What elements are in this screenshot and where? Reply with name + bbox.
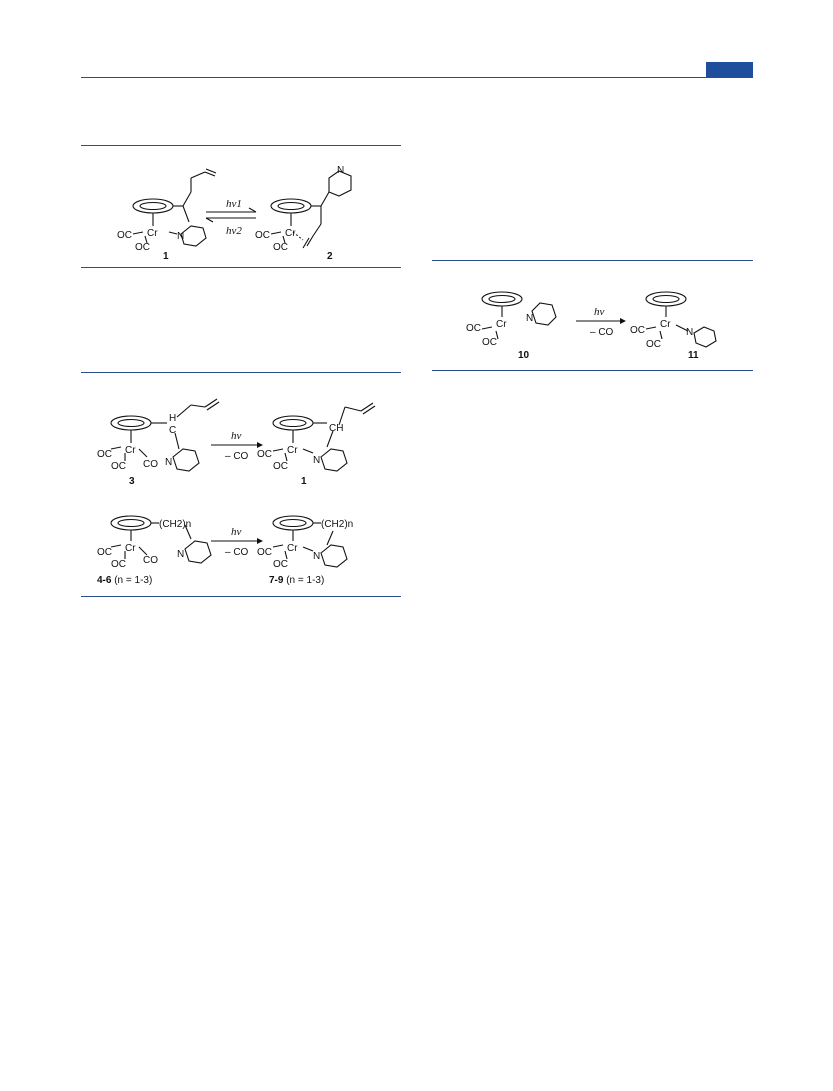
compound-4-6-co-c: CO [143, 555, 158, 566]
compound-10: Cr N OC OC 10 [466, 291, 557, 361]
compound-4-6-metal: Cr [125, 543, 136, 554]
compound-1b-metal: Cr [287, 445, 298, 456]
compound-2-co-b: OC [273, 242, 288, 253]
scheme3-diagram: Cr N OC OC 10 hν – CO Cr N OC OC 11 [466, 291, 717, 361]
compound-4-6-co-b: OC [111, 559, 126, 570]
compound-3-number: 3 [129, 476, 135, 487]
compound-11-co-b: OC [646, 339, 661, 350]
arrow-top-label: hν1 [226, 198, 242, 210]
compound-4-6-co-a: OC [97, 547, 112, 558]
compound-1-number: 1 [163, 251, 169, 262]
scheme1-bottom-rule [81, 267, 401, 268]
compound-2-metal: Cr [285, 228, 296, 239]
compound-3-n: N [165, 457, 172, 468]
compound-7-9-co-b: OC [273, 559, 288, 570]
header-tab [706, 62, 753, 78]
compound-4-6-n: N [177, 549, 184, 560]
compound-1-metal: Cr [147, 228, 158, 239]
reaction-arrow-a: hν – CO [211, 430, 263, 462]
compound-7-9-caption: 7-9 (n = 1-3) [269, 575, 324, 586]
compound-11-metal: Cr [660, 319, 671, 330]
scheme2-diagram: Cr H C N OC OC CO 3 hν – CO Cr CH N OC O… [97, 398, 376, 586]
compound-2-n: N [337, 165, 344, 176]
scheme1-diagram: Cr N OC OC 1 hν1 hν2 Cr N OC OC 2 [117, 165, 352, 262]
scheme3-top-rule [432, 260, 753, 261]
reaction-c-top-label: hν [594, 306, 605, 318]
compound-1b-n: N [313, 455, 320, 466]
compound-4-6: Cr (CH2)n N OC OC CO 4-6 (n = 1-3) [97, 515, 212, 586]
reaction-arrow-c: hν – CO [576, 306, 626, 338]
reaction-a-top-label: hν [231, 430, 242, 442]
compound-1b-number: 1 [301, 476, 307, 487]
compound-11-number: 11 [688, 350, 699, 361]
equilibrium-arrows: hν1 hν2 [205, 198, 257, 237]
scheme1-top-rule [81, 145, 401, 146]
arrow-bottom-label: hν2 [226, 225, 242, 237]
compound-3: Cr H C N OC OC CO 3 [97, 398, 220, 487]
compound-1b-co-b: OC [273, 461, 288, 472]
compound-2-co-a: OC [255, 230, 270, 241]
compound-7-9-metal: Cr [287, 543, 298, 554]
compound-4-6-chain: (CH2)n [159, 519, 191, 530]
compound-10-co-b: OC [482, 337, 497, 348]
compound-4-6-caption: 4-6 (n = 1-3) [97, 575, 152, 586]
compound-10-co-a: OC [466, 323, 481, 334]
scheme3-bottom-rule [432, 370, 753, 371]
compound-2-number: 2 [327, 251, 333, 262]
reaction-a-bottom-label: – CO [225, 451, 249, 462]
compound-1b-co-a: OC [257, 449, 272, 460]
scheme2-bottom-rule [81, 596, 401, 597]
compound-3-co-b: OC [111, 461, 126, 472]
compound-7-9-n: N [313, 551, 320, 562]
reaction-arrow-b: hν – CO [211, 526, 263, 558]
compound-3-c: C [169, 425, 176, 436]
compound-11: Cr N OC OC 11 [630, 291, 717, 361]
reaction-c-bottom-label: – CO [590, 327, 614, 338]
compound-1-co-a: OC [117, 230, 132, 241]
compound-1: Cr N OC OC 1 [117, 168, 217, 262]
header-rule [81, 77, 753, 78]
compound-7-9: Cr (CH2)n N OC OC 7-9 (n = 1-3) [257, 515, 353, 586]
reaction-b-top-label: hν [231, 526, 242, 538]
compound-1-n: N [177, 231, 184, 242]
compound-10-n: N [526, 313, 533, 324]
compound-2: Cr N OC OC 2 [255, 165, 352, 262]
scheme2-top-rule [81, 372, 401, 373]
compound-3-metal: Cr [125, 445, 136, 456]
compound-1b-ch: CH [329, 423, 343, 434]
compound-7-9-co-a: OC [257, 547, 272, 558]
compound-10-number: 10 [518, 350, 530, 361]
compound-1b: Cr CH N OC OC 1 [257, 402, 376, 487]
compound-11-n: N [686, 327, 693, 338]
compound-11-co-a: OC [630, 325, 645, 336]
compound-3-co-a: OC [97, 449, 112, 460]
compound-3-h: H [169, 413, 176, 424]
compound-3-co-c: CO [143, 459, 158, 470]
compound-7-9-chain: (CH2)n [321, 519, 353, 530]
compound-10-metal: Cr [496, 319, 507, 330]
reaction-b-bottom-label: – CO [225, 547, 249, 558]
compound-1-co-b: OC [135, 242, 150, 253]
